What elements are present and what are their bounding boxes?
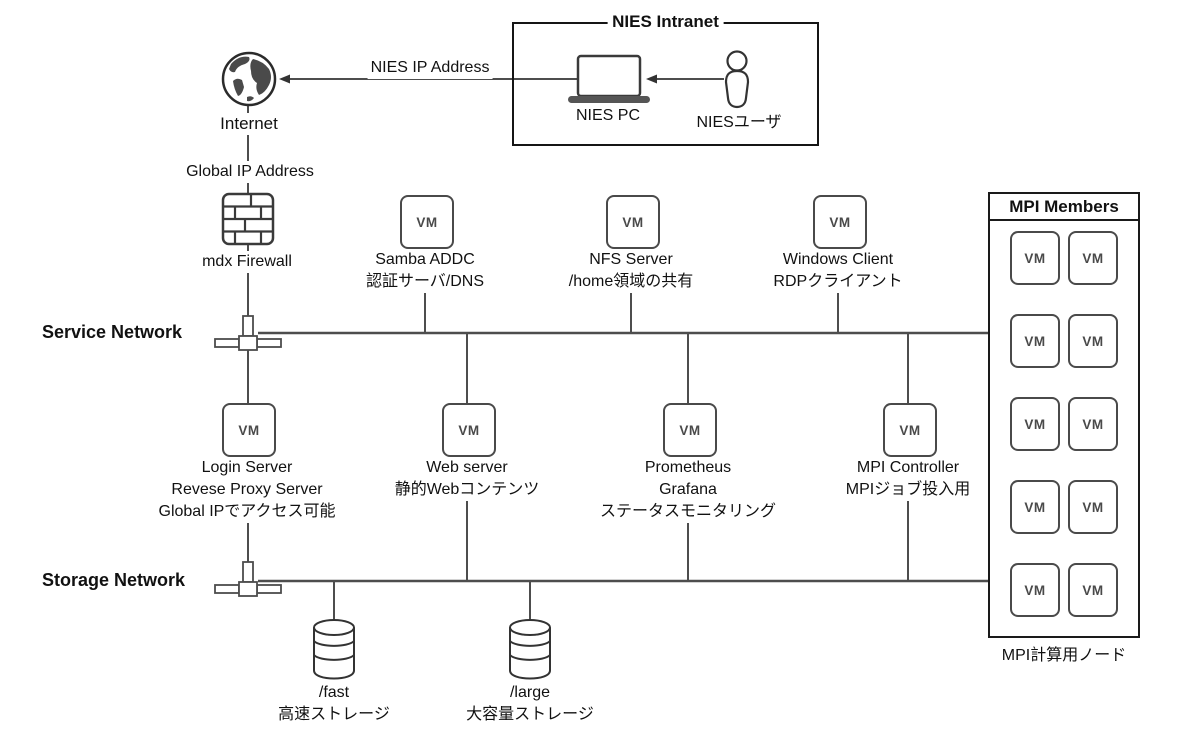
nies-ip-address-label: NIES IP Address [367,57,493,79]
vm-box-mpi-node: VM [1010,231,1060,285]
nfs-label: NFS Server /home領域の共有 [565,249,697,293]
nies-user-label: NIESユーザ [693,112,785,134]
nies-intranet-box: NIES Intranet [512,12,819,146]
fast-storage-name: /fast [318,684,350,701]
vm-box-mpi-node: VM [1010,480,1060,534]
vm-badge: VM [1082,499,1104,515]
web-server-name: Web server [426,459,508,476]
mpi-controller-desc: MPIジョブ投入用 [845,481,971,498]
arrowhead-to-internet [279,74,290,84]
vm-badge: VM [1024,582,1046,598]
vm-box-mpi-node: VM [1068,231,1118,285]
fast-storage-label: /fast 高速ストレージ [275,682,393,726]
mpi-footer-label: MPI計算用ノード [998,645,1130,667]
vm-box-nfs: VM [606,195,660,249]
vm-box-windows-client: VM [813,195,867,249]
vm-badge: VM [1024,250,1046,266]
mpi-members-title: MPI Members [990,194,1138,221]
vm-badge: VM [829,214,851,230]
vm-box-web-server: VM [442,403,496,457]
mpi-vm-grid: VM VM VM VM VM VM VM VM VM VM [990,221,1138,617]
vm-box-samba: VM [400,195,454,249]
mpi-controller-name: MPI Controller [856,459,960,476]
large-storage-desc: 大容量ストレージ [466,706,594,723]
prometheus-desc2: ステータスモニタリング [599,503,777,520]
vm-badge: VM [1082,250,1104,266]
prometheus-desc1: Grafana [659,481,717,498]
internet-label: Internet [217,113,281,135]
vm-badge: VM [1024,333,1046,349]
windows-client-name: Windows Client [782,251,894,268]
vm-badge: VM [238,422,260,438]
globe-icon [221,51,277,107]
login-server-name: Login Server [201,459,293,476]
samba-desc: 認証サーバ/DNS [365,273,485,290]
prometheus-name: Prometheus [644,459,732,476]
vm-box-mpi-node: VM [1010,563,1060,617]
vm-box-mpi-node: VM [1010,314,1060,368]
nies-intranet-title: NIES Intranet [607,12,724,32]
nies-pc-label: NIES PC [572,105,644,127]
storage-cylinder-icon [509,619,551,680]
firewall-label: mdx Firewall [199,251,295,273]
vm-badge: VM [1082,416,1104,432]
nfs-desc: /home領域の共有 [568,273,694,290]
vm-box-mpi-node: VM [1010,397,1060,451]
vm-box-mpi-node: VM [1068,563,1118,617]
vm-badge: VM [1024,416,1046,432]
laptop-icon [568,54,650,103]
vm-box-mpi-node: VM [1068,397,1118,451]
arrowhead-to-pc [646,74,657,84]
vm-badge: VM [458,422,480,438]
vm-box-mpi-node: VM [1068,314,1118,368]
vm-box-prometheus: VM [663,403,717,457]
vm-box-mpi-node: VM [1068,480,1118,534]
samba-name: Samba ADDC [375,251,475,268]
windows-client-label: Windows Client RDPクライアント [770,249,906,293]
prometheus-label: Prometheus Grafana ステータスモニタリング [596,457,780,523]
large-storage-name: /large [509,684,551,701]
global-ip-label: Global IP Address [183,161,317,183]
mpi-members-box: MPI Members VM VM VM VM VM VM VM VM VM V… [988,192,1140,638]
web-server-desc: 静的Webコンテンツ [394,481,540,498]
nfs-name: NFS Server [589,251,673,268]
person-icon [724,50,750,109]
login-server-desc1: Revese Proxy Server [171,481,323,498]
network-tap-icon [214,315,282,351]
vm-badge: VM [679,422,701,438]
storage-network-label: Storage Network [42,570,186,590]
windows-client-desc: RDPクライアント [773,273,903,290]
mpi-controller-label: MPI Controller MPIジョブ投入用 [842,457,974,501]
vm-badge: VM [899,422,921,438]
login-server-desc2: Global IPでアクセス可能 [158,503,336,520]
service-network-label: Service Network [42,322,183,342]
vm-badge: VM [1082,333,1104,349]
vm-badge: VM [416,214,438,230]
vm-box-mpi-controller: VM [883,403,937,457]
fast-storage-desc: 高速ストレージ [278,706,390,723]
samba-label: Samba ADDC 認証サーバ/DNS [362,249,488,293]
firewall-icon [221,192,275,246]
vm-badge: VM [1024,499,1046,515]
large-storage-label: /large 大容量ストレージ [463,682,597,726]
login-server-label: Login Server Revese Proxy Server Global … [155,457,339,523]
vm-badge: VM [1082,582,1104,598]
vm-badge: VM [622,214,644,230]
vm-box-login-server: VM [222,403,276,457]
network-tap-icon [214,561,282,597]
web-server-label: Web server 静的Webコンテンツ [391,457,543,501]
storage-cylinder-icon [313,619,355,680]
